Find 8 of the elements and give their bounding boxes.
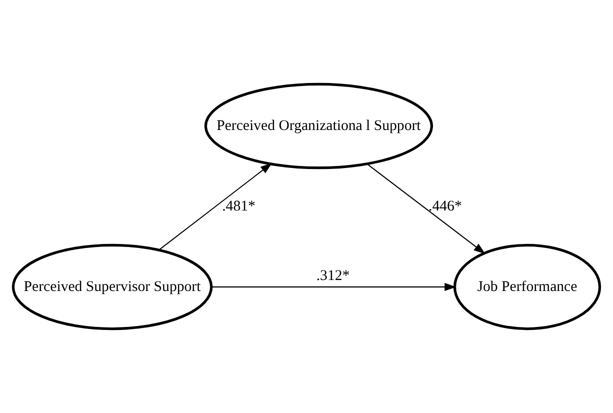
node-ellipse: Perceived Organizationa l Support [204,82,434,170]
arrow [366,164,486,254]
edge-label: .446* [428,198,462,214]
arrow [212,282,456,292]
arrow [158,162,272,250]
edge-label: .481* [222,198,256,214]
edge-label: .312* [316,268,350,284]
node-ellipse: Perceived Supervisor Support [12,244,213,330]
